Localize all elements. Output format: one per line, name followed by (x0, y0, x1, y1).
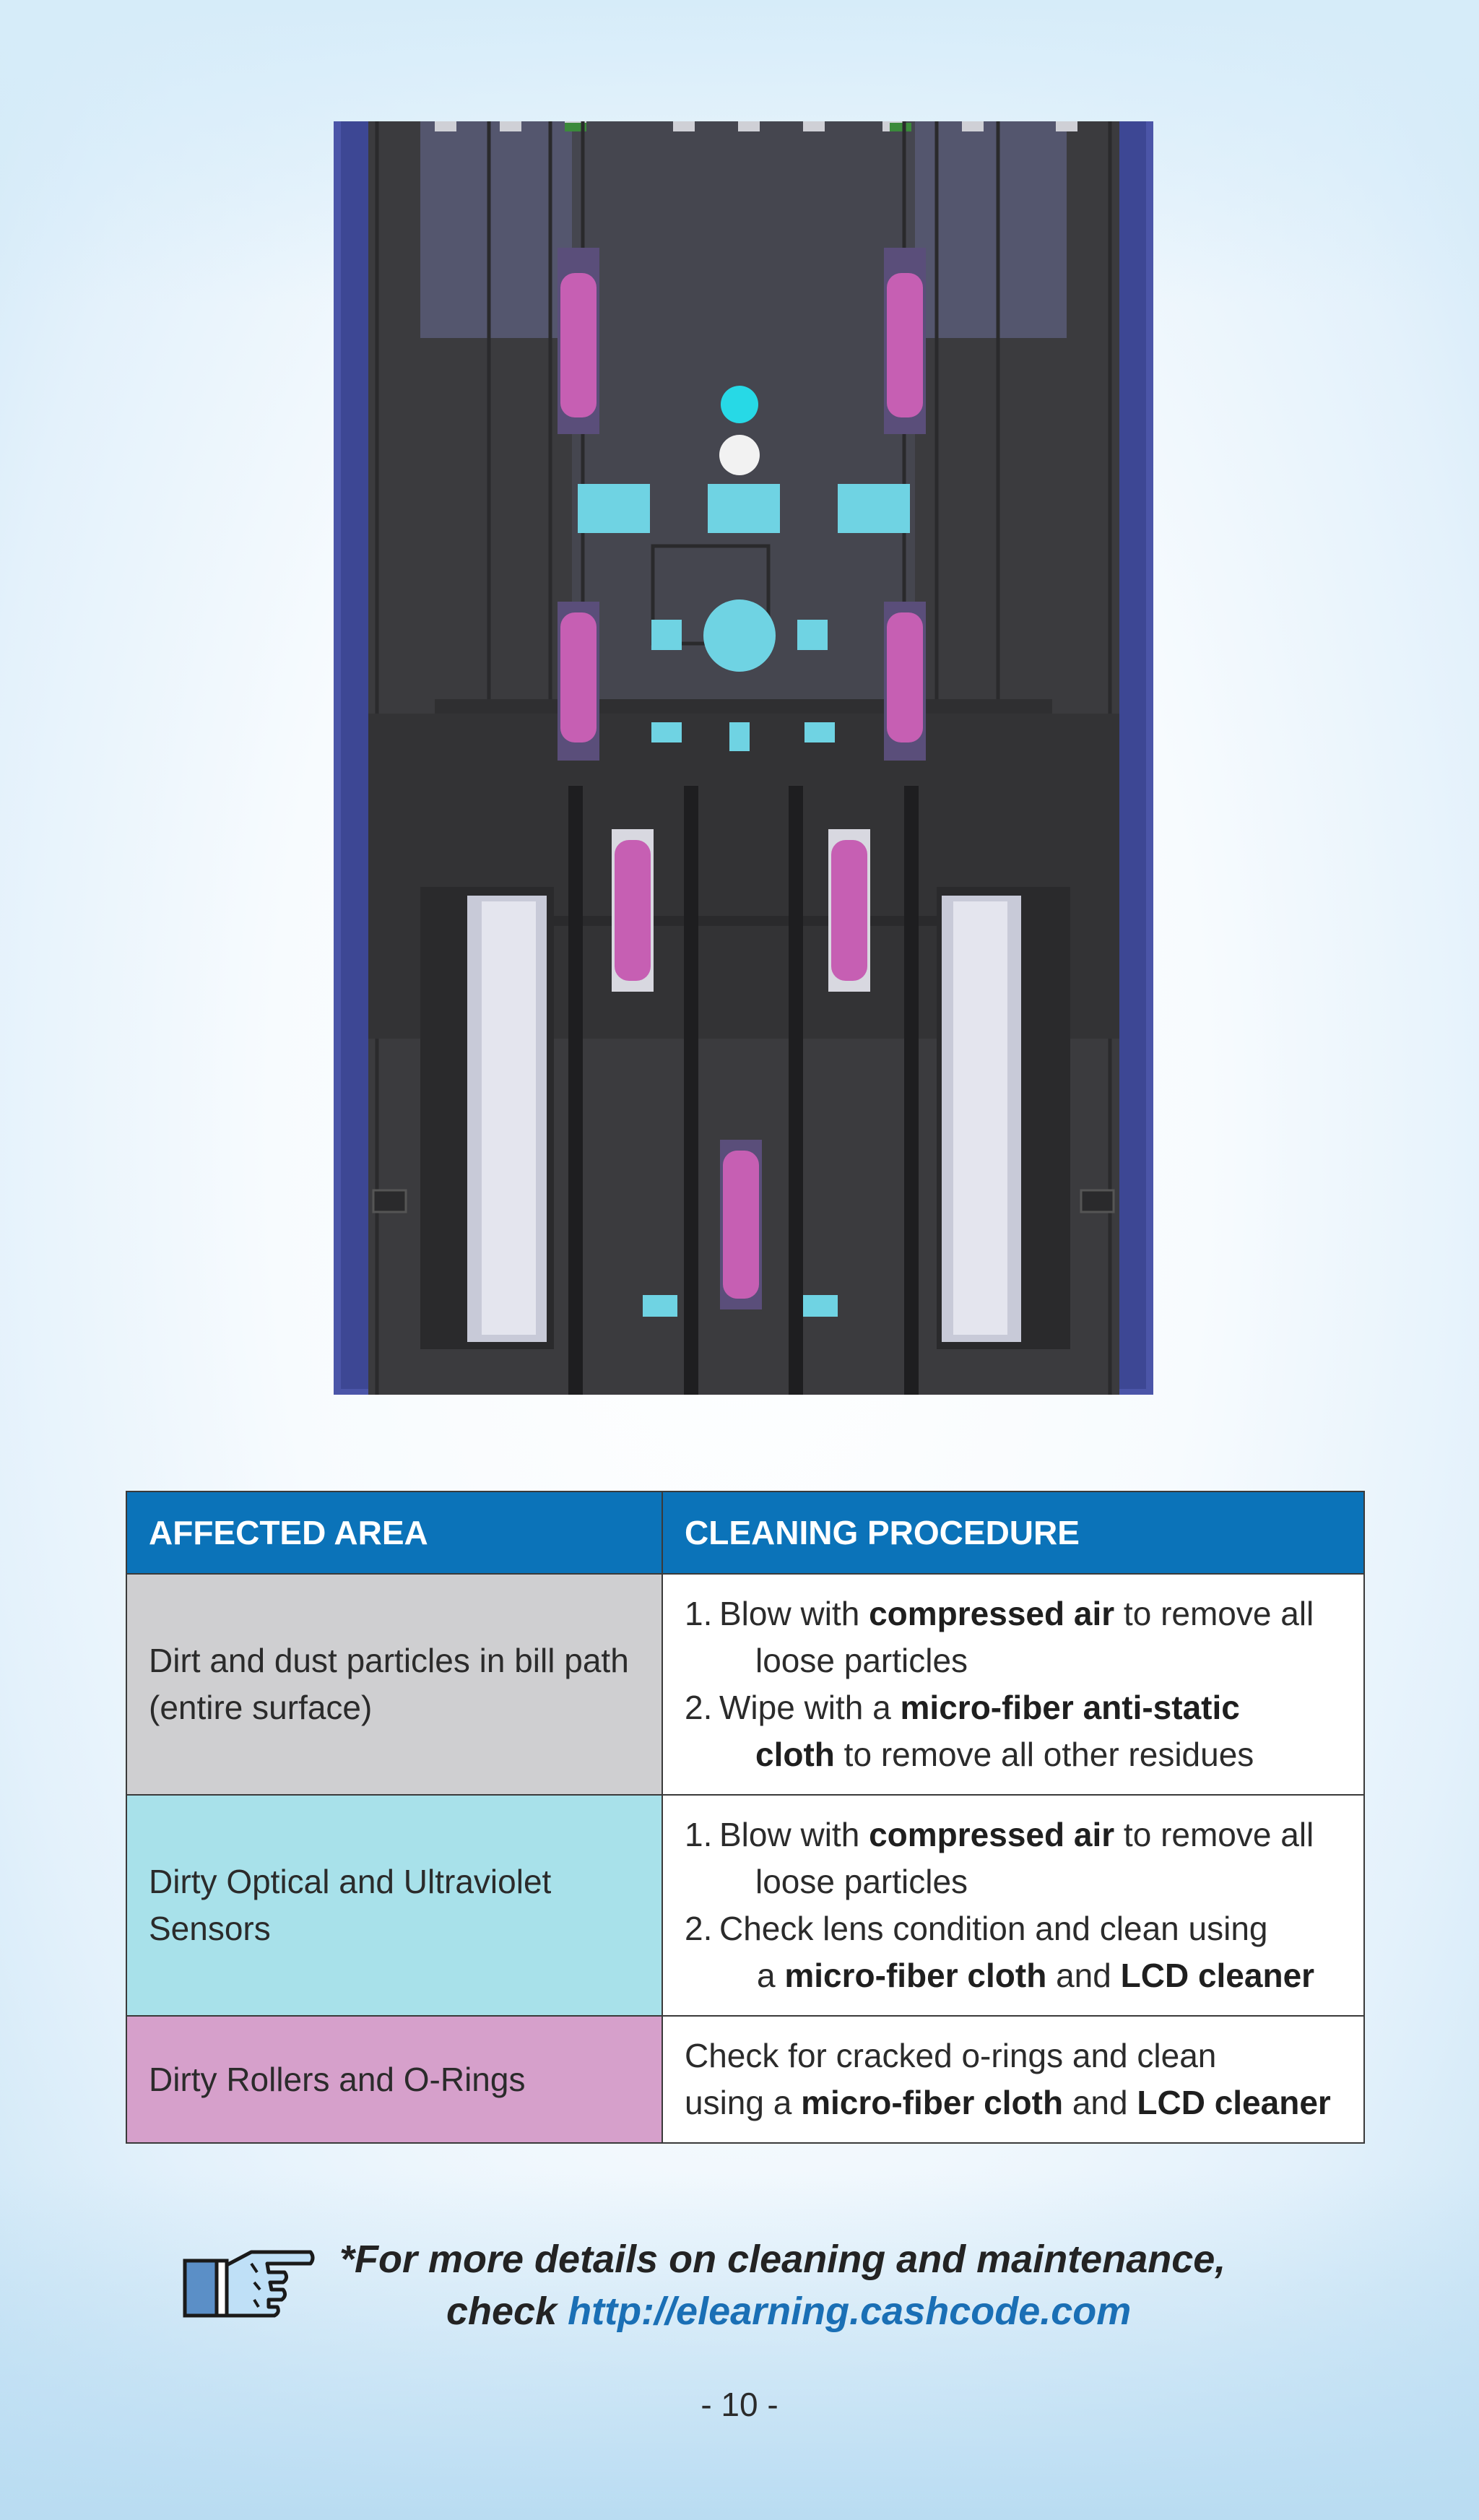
procedure-cell: Check for cracked o-rings and clean usin… (662, 2015, 1365, 2144)
area-cell: Dirty Optical and Ultraviolet Sensors (126, 1794, 663, 2017)
rollers (558, 248, 926, 1309)
step-text: Blow with compressed air to remove all l… (719, 1816, 1314, 1900)
maintenance-note: *For more details on cleaning and mainte… (339, 2233, 1278, 2337)
note-check-text: check (446, 2290, 568, 2333)
step-number: 1. (685, 1816, 713, 1853)
step-text: Check lens condition and clean using a m… (719, 1910, 1315, 1994)
header-affected-area: AFFECTED AREA (126, 1491, 663, 1575)
step-number: 2. (685, 1910, 713, 1947)
header-cleaning-procedure: CLEANING PROCEDURE (662, 1491, 1365, 1575)
pointing-hand-icon (182, 2243, 315, 2318)
step-number: 1. (685, 1595, 713, 1632)
area-cell: Dirty Rollers and O-Rings (126, 2015, 663, 2144)
step-text: Wipe with a micro-fiber anti-static clot… (719, 1689, 1254, 1773)
background-bottom-gradient (0, 2173, 1479, 2520)
elearning-link[interactable]: http://elearning.cashcode.com (568, 2290, 1132, 2333)
procedure-step: 1. Blow with compressed air to remove al… (685, 1811, 1342, 1905)
procedure-step: 2. Check lens condition and clean using … (685, 1905, 1342, 1999)
note-line-1: *For more details on cleaning and mainte… (339, 2238, 1226, 2281)
cleaning-table: AFFECTED AREA CLEANING PROCEDURE Dirt an… (126, 1491, 1365, 2144)
table-row: Dirty Rollers and O-Rings Check for crac… (126, 2015, 1365, 2144)
area-cell: Dirt and dust particles in bill path (en… (126, 1573, 663, 1796)
optical-sensors (578, 386, 910, 1317)
table-row: Dirt and dust particles in bill path (en… (126, 1573, 1365, 1796)
procedure-cell: 1. Blow with compressed air to remove al… (662, 1794, 1365, 2017)
table-header-row: AFFECTED AREA CLEANING PROCEDURE (126, 1491, 1365, 1575)
procedure-step: 2. Wipe with a micro-fiber anti-static c… (685, 1684, 1342, 1778)
table-row: Dirty Optical and Ultraviolet Sensors 1.… (126, 1794, 1365, 2017)
procedure-step: 1. Blow with compressed air to remove al… (685, 1590, 1342, 1684)
step-number: 2. (685, 1689, 713, 1726)
page-number: - 10 - (701, 2386, 778, 2423)
procedure-cell: 1. Blow with compressed air to remove al… (662, 1573, 1365, 1796)
step-text: Blow with compressed air to remove all l… (719, 1595, 1314, 1679)
bill-path-illustration (334, 121, 1153, 1395)
